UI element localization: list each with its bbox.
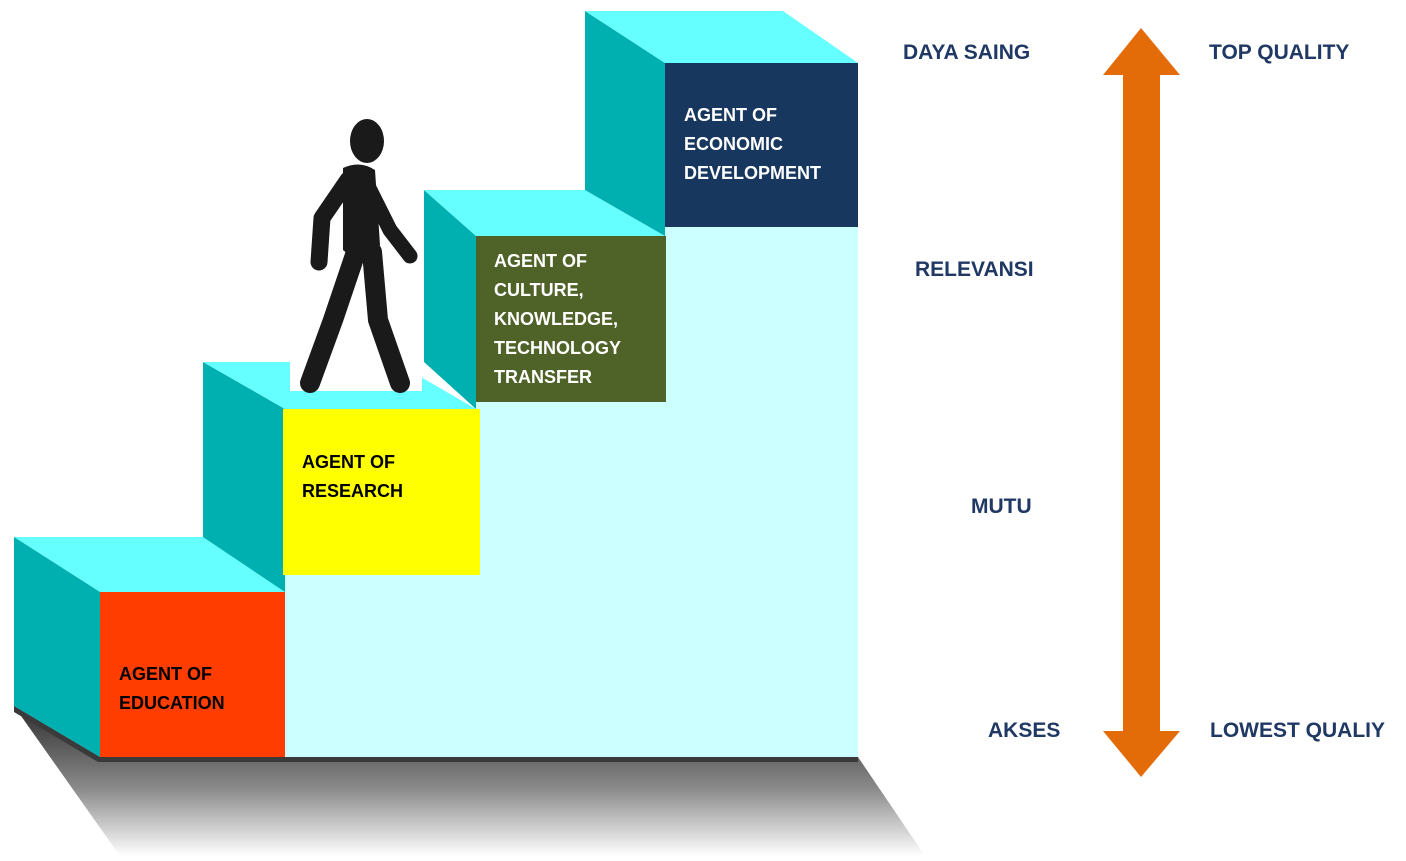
step-panel-research: [283, 409, 480, 575]
step4-top: [585, 11, 858, 63]
step1-side: [14, 537, 100, 757]
floor-shadow-edge: [14, 706, 858, 762]
step-panel-economic: [665, 63, 858, 227]
step-panel-education: [100, 592, 285, 757]
step2-side: [203, 362, 285, 592]
step4-side: [585, 11, 665, 236]
step3-top: [424, 190, 665, 236]
step-panel-culture: [476, 236, 666, 402]
top-quality-label: TOP QUALITY: [1209, 41, 1350, 64]
level-label-daya-saing: DAYA SAING: [903, 41, 1031, 64]
floor-shadow: [14, 706, 925, 856]
step1-top: [14, 537, 285, 592]
step-label-research: AGENT OF RESEARCH: [302, 452, 404, 501]
level-label-mutu: MUTU: [971, 495, 1032, 518]
level-label-relevansi: RELEVANSI: [915, 258, 1034, 281]
quality-arrow: [1103, 28, 1180, 777]
step-label-culture: AGENT OF CULTURE, KNOWLEDGE, TECHNOLOGY …: [494, 251, 622, 387]
step-label-economic: AGENT OF ECONOMIC DEVELOPMENT: [684, 105, 822, 183]
step3-side: [424, 190, 476, 409]
lowest-quality-label: LOWEST QUALIY: [1210, 719, 1385, 742]
step-label-education: AGENT OF EDUCATION: [119, 664, 225, 713]
walking-person-icon: [290, 108, 422, 393]
level-label-akses: AKSES: [988, 719, 1061, 742]
